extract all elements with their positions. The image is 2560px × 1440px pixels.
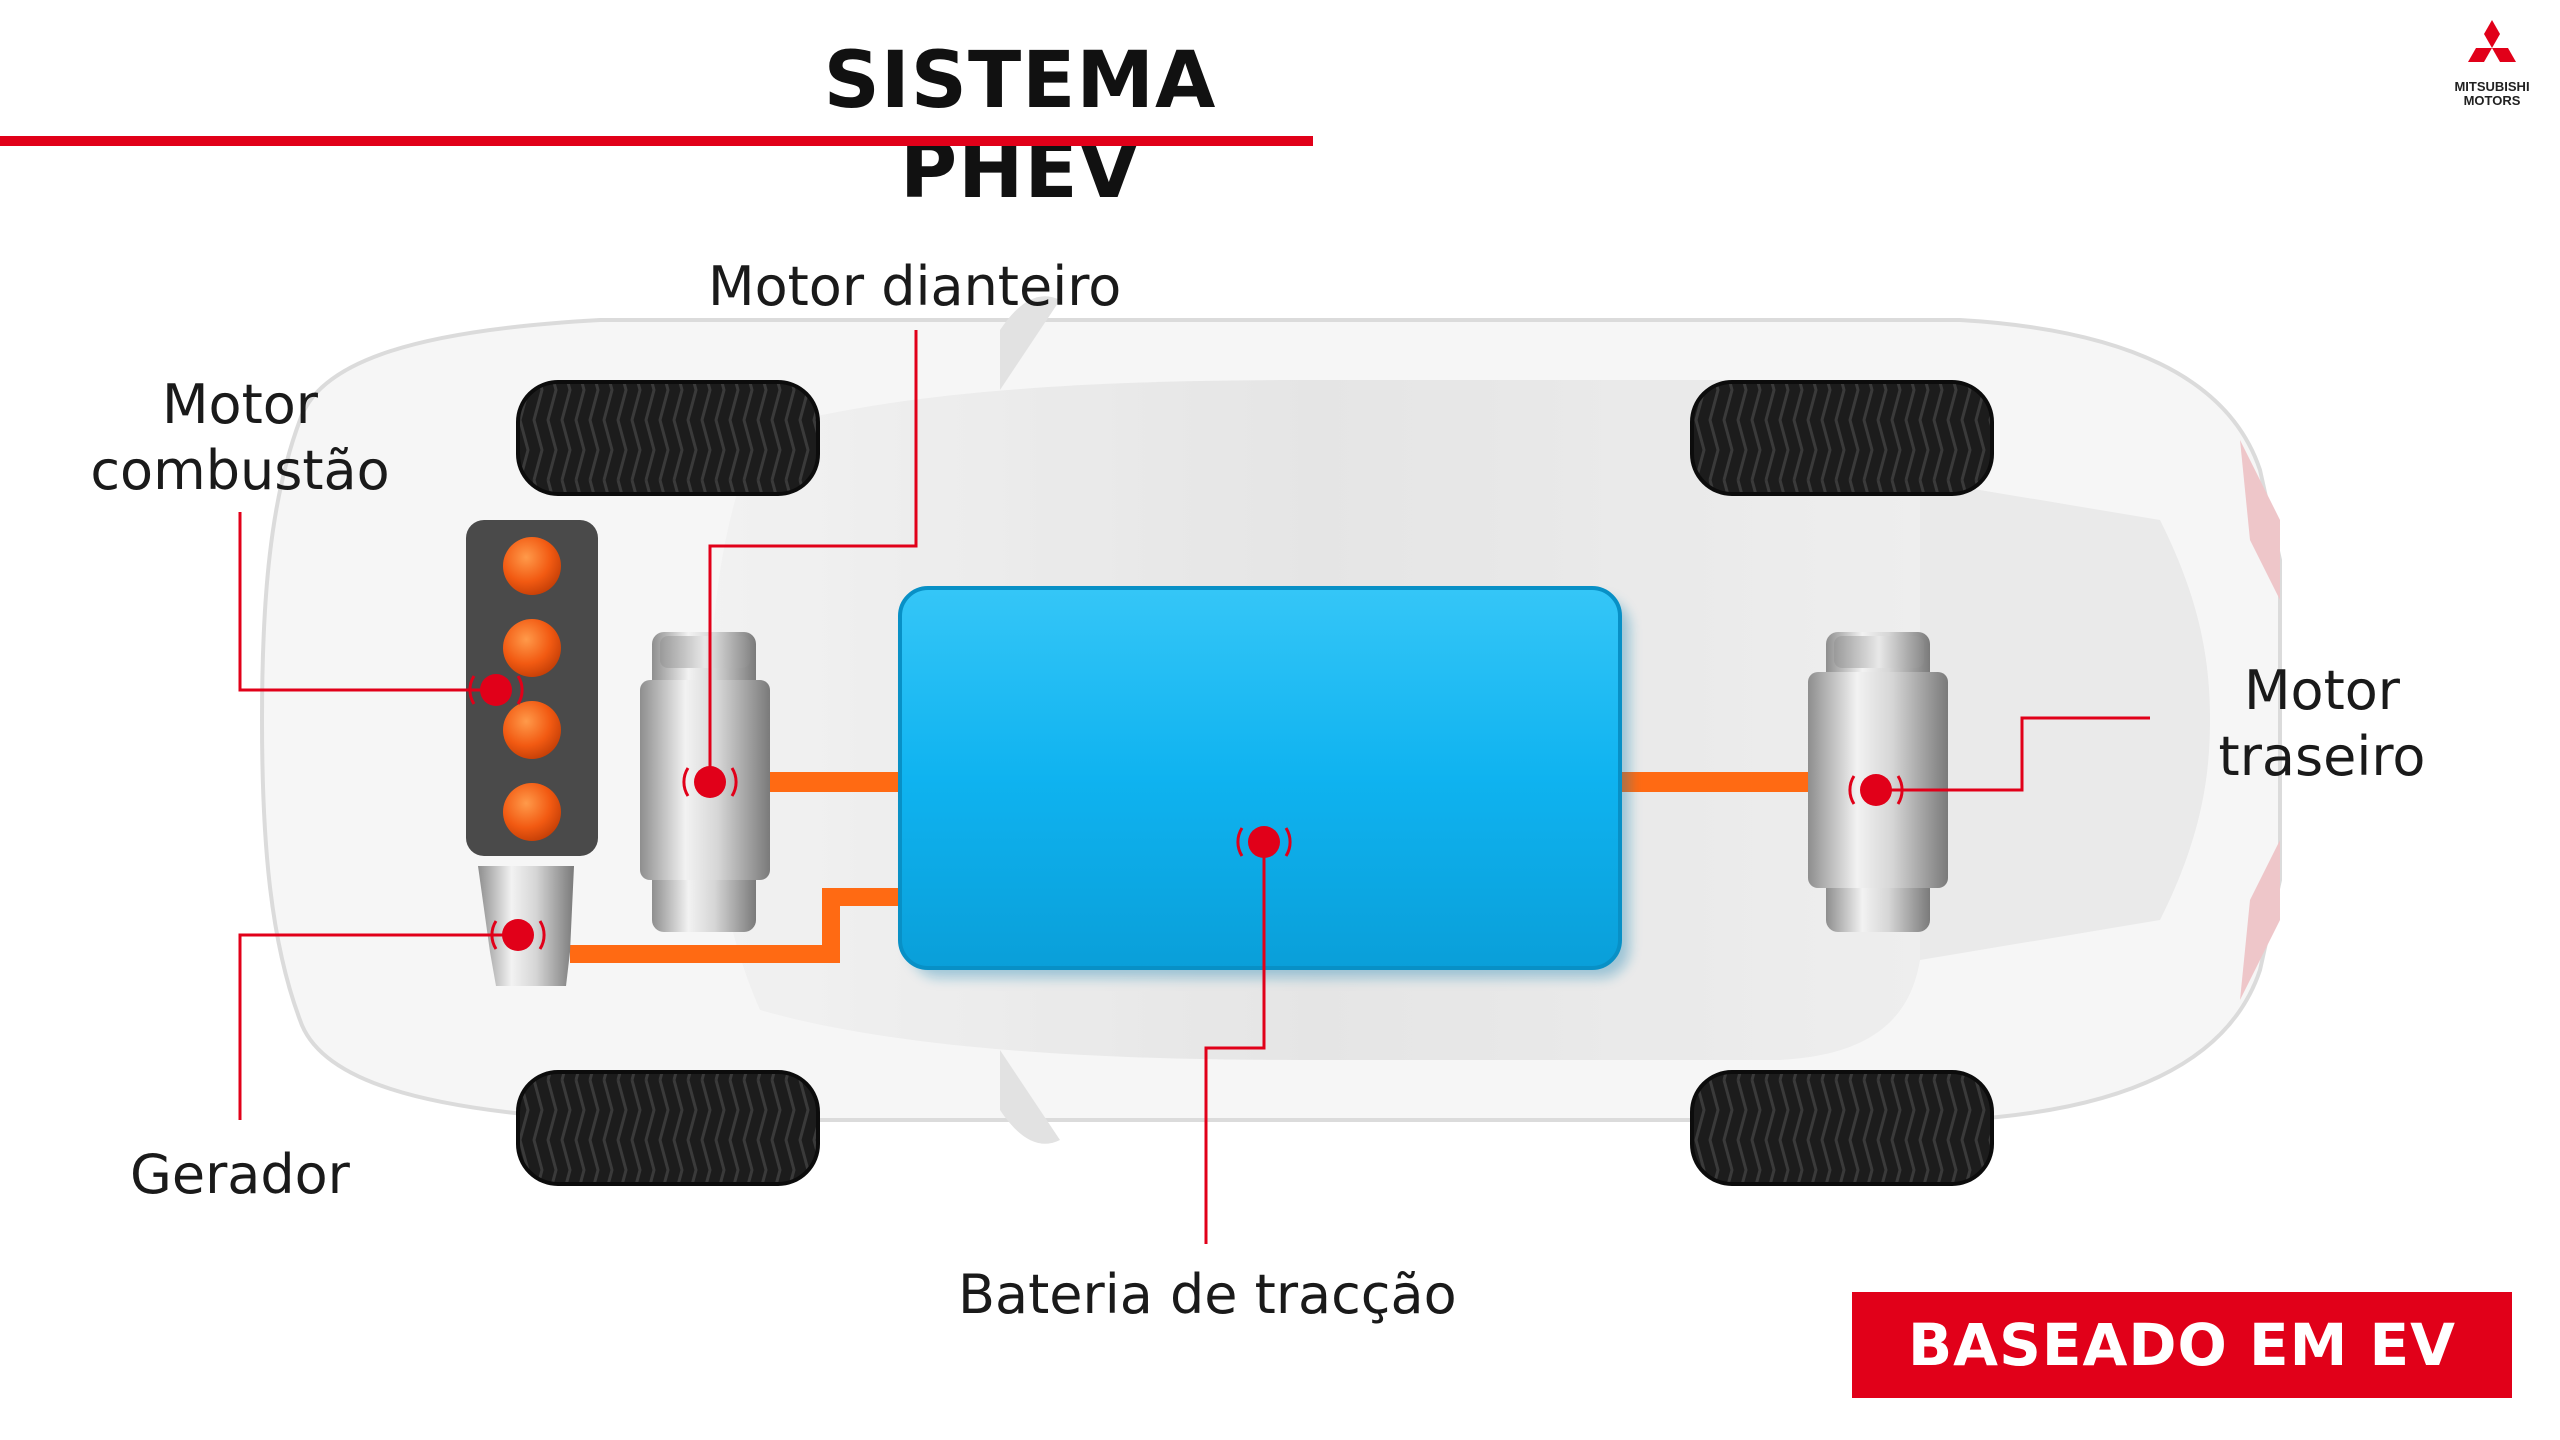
wheel-front-left (518, 382, 818, 494)
brand-logo: MITSUBISHI MOTORS (2442, 20, 2542, 108)
label-traction-battery: Bateria de tracção (958, 1262, 1457, 1328)
page-title: SISTEMA PHEV (700, 36, 1340, 216)
title-underline (0, 136, 1313, 146)
brand-name-line1: MITSUBISHI (2442, 80, 2542, 94)
label-combustion-line2: combustão (80, 438, 400, 504)
mitsubishi-diamonds-icon (2462, 20, 2522, 76)
ev-based-badge-text: BASEADO EM EV (1908, 1311, 2456, 1379)
brand-name-line2: MOTORS (2442, 94, 2542, 108)
label-rear-line2: traseiro (2172, 724, 2472, 790)
label-rear-motor: Motor traseiro (2172, 658, 2472, 790)
label-generator: Gerador (130, 1142, 350, 1208)
wheel-front-right (518, 1072, 818, 1184)
label-rear-line1: Motor (2172, 658, 2472, 724)
label-combustion-engine: Motor combustão (80, 372, 400, 504)
ev-based-badge: BASEADO EM EV (1852, 1292, 2512, 1398)
label-front-motor: Motor dianteiro (708, 254, 1121, 320)
label-combustion-line1: Motor (80, 372, 400, 438)
wheel-rear-left (1692, 382, 1992, 494)
wheel-rear-right (1692, 1072, 1992, 1184)
